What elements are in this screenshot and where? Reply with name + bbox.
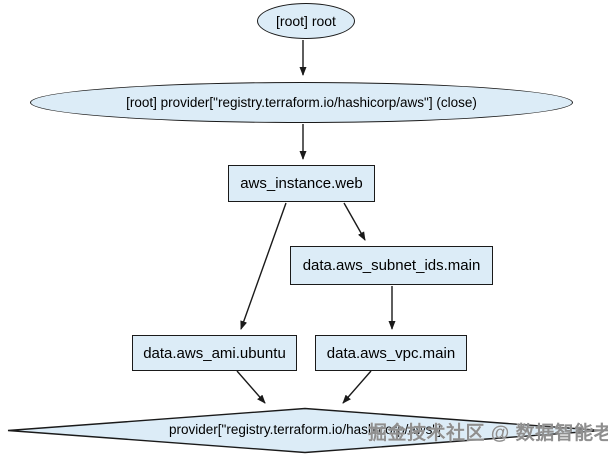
node-root: [root] root bbox=[257, 3, 355, 39]
node-data-aws-ami-ubuntu: data.aws_ami.ubuntu bbox=[132, 335, 297, 371]
node-data-aws-vpc-main: data.aws_vpc.main bbox=[315, 335, 467, 371]
watermark: 掘金技术社区 @ 数据智能老司机 bbox=[368, 423, 608, 444]
edge-aws-instance-web-to-data-aws-ami-ubuntu bbox=[240, 202, 287, 330]
node-provider-close: [root] provider["registry.terraform.io/h… bbox=[30, 82, 573, 123]
node-data-aws-subnet-ids-main: data.aws_subnet_ids.main bbox=[290, 246, 493, 285]
edge-data-aws-vpc-main-to-provider bbox=[342, 370, 372, 404]
edge-aws-instance-web-to-data-aws-subnet-ids-main bbox=[343, 202, 366, 241]
provider-diamond-shape bbox=[7, 407, 603, 454]
node-aws-instance-web: aws_instance.web bbox=[228, 165, 375, 202]
node-provider-label: provider["registry.terraform.io/hashicor… bbox=[169, 422, 441, 437]
edge-data-aws-ami-ubuntu-to-provider bbox=[236, 370, 266, 404]
